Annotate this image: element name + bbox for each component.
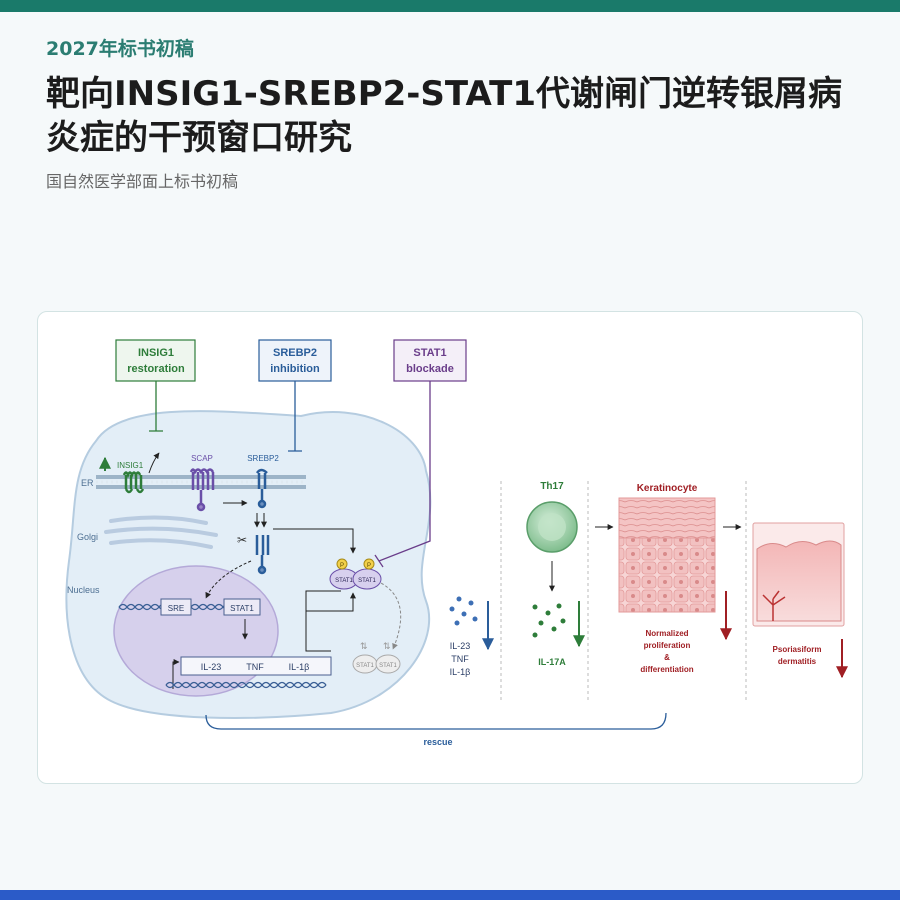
stat1-dimer-label-left: STAT1 [335,578,353,584]
cytokine-il1b: IL-1β [450,667,471,677]
phospho-label-right: P [367,563,371,569]
insig1-cell-label: INSIG1 [117,461,144,470]
rescue-label: rescue [423,737,452,747]
psoriasiform-line2: dermatitis [778,657,817,666]
nucleus-label: Nucleus [67,585,100,595]
stat1-box-line1: STAT1 [413,347,446,359]
insig1-protein [122,471,145,494]
skin-section [756,540,842,622]
cytokine-dots [449,596,478,626]
gene-il23: IL-23 [201,662,222,672]
gene-tnf: TNF [246,662,264,672]
srebp2-protein-cleaved [255,535,270,575]
stat1-dimer [329,558,382,590]
stat1-inactivation-arrow [380,582,402,650]
insig1-inhibit-line [149,381,163,432]
stat1-gene-box [223,598,261,616]
page-title: 靶向INSIG1-SREBP2-STAT1代谢闸门逆转银屑病炎症的干预窗口研究 [46,74,842,158]
srebp2-to-sre-arrow [205,560,252,599]
target-genes-box [180,656,332,676]
figure-card: ER Golgi Nucleus SRE STAT1 IL-23 TNF IL-… [37,311,863,784]
recycle-icon-left: ⇅ [360,641,368,651]
bottom-accent-bar [0,890,900,900]
scissors-icon: ✂ [237,533,247,547]
stat1-inactive-label-left: STAT1 [356,663,374,669]
insig1-release-arrow [148,452,160,474]
dna-strand-lower [165,681,327,689]
golgi [104,515,218,549]
th17-label: Th17 [540,481,564,492]
il17a-dots [532,603,566,638]
keratinocyte-label: Keratinocyte [637,483,698,494]
srebp2-inhibit-line [288,381,302,452]
srebp2-inhibition-box [258,339,332,382]
golgi-label: Golgi [77,532,98,542]
er-label: ER [81,478,94,488]
gene-il1b: IL-1β [289,662,310,672]
srebp2-box-line1: SREBP2 [273,347,317,359]
cytokine-tnf: TNF [451,654,469,664]
nucleus [113,565,279,697]
kc-outcome-line1: Normalized [645,629,688,638]
top-accent-bar [0,0,900,12]
th17-nucleus [538,513,566,541]
skin-vessel [762,590,786,621]
rescue-bracket [205,712,667,730]
page-subtitle: 国自然医学部面上标书初稿 [46,172,239,191]
phospho-label-left: P [340,563,344,569]
psoriasiform-line1: Psoriasiform [773,645,822,654]
stat1-dimer-label-right: STAT1 [358,578,376,584]
sre-label: SRE [168,604,184,613]
stat1-inactive-label-right: STAT1 [379,663,397,669]
keratinocyte-top-layer [618,497,716,539]
stat1-box-line2: blockade [406,363,454,375]
stat1-to-nucleus-arrow [305,592,356,651]
srebp2-to-stat1-arrow [273,528,356,554]
keratinocyte-tissue [618,537,716,613]
promoter-arrow [172,659,180,689]
recycle-icon-right: ⇅ [383,641,391,651]
stat1-inhibit-line [374,381,431,568]
srebp2-cell-label: SREBP2 [247,454,279,463]
insig1-box-line2: restoration [127,363,185,375]
kc-outcome-line4: differentiation [640,665,693,674]
eyebrow-label: 2027年标书初稿 [46,38,194,60]
sre-box [160,598,192,616]
mechanism-diagram: ER Golgi Nucleus SRE STAT1 IL-23 TNF IL-… [65,339,848,747]
srebp2-protein-er [255,468,268,509]
stat1-gene-label: STAT1 [230,604,254,613]
srebp2-box-line2: inhibition [270,363,320,375]
stat1-inactive [352,654,401,674]
kc-outcome-line2: proliferation [644,641,691,650]
insig1-restoration-box [115,339,196,382]
il17a-label: IL-17A [538,657,566,667]
scap-label: SCAP [191,454,213,463]
insig1-box-line1: INSIG1 [138,347,174,359]
scap-protein [189,468,215,512]
kc-outcome-line3: & [664,653,670,662]
cytokine-il23: IL-23 [450,641,471,651]
stat1-blockade-box [393,339,467,382]
